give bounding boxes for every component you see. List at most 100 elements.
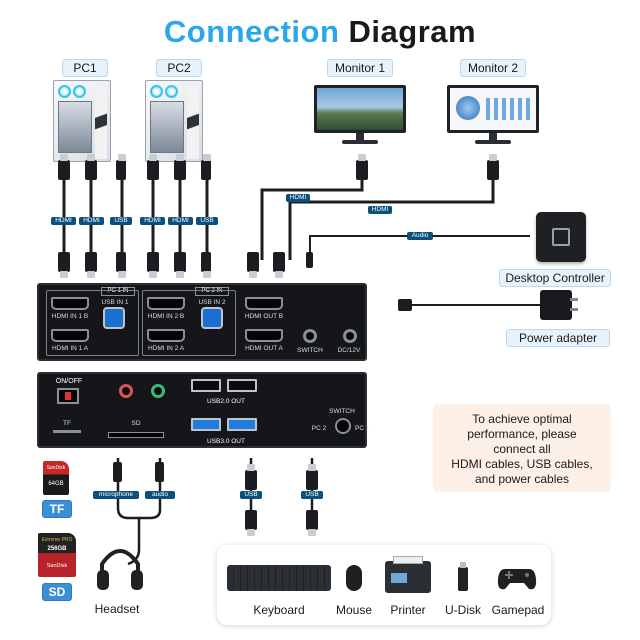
sd-card-image: Extreme PRO 256GB SanDisk bbox=[38, 533, 76, 577]
printer-icon bbox=[385, 556, 431, 593]
pc2-in-group-label: PC 2 IN bbox=[195, 287, 229, 296]
pc2-tag-hdmi-1: HDMI bbox=[140, 217, 165, 225]
out-hdmi-plug-a bbox=[273, 252, 285, 278]
sd-card-label: SD bbox=[42, 583, 72, 601]
usb3-port-1[interactable] bbox=[191, 418, 221, 431]
audio-out-jack[interactable] bbox=[151, 384, 165, 398]
pc2-hdmi-plug-bottom-1 bbox=[147, 252, 159, 278]
audio-tag-front: audio bbox=[145, 491, 175, 499]
title-part-1: Connection bbox=[163, 14, 340, 49]
front-usb-tag-2: USB bbox=[301, 491, 323, 499]
power-adapter-label: Power adapter bbox=[506, 329, 610, 347]
audio-tag: Audio bbox=[407, 232, 433, 240]
pc1-tag-hdmi-2: HDMI bbox=[79, 217, 104, 225]
monitor2-tag-hdmi: HDMI bbox=[368, 206, 392, 214]
usb-in-2-label: USB IN 2 bbox=[198, 299, 226, 306]
desktop-controller-image bbox=[536, 212, 586, 262]
pc2-usb-plug-bottom bbox=[201, 252, 211, 278]
front-usb-plug-bottom-2 bbox=[306, 510, 318, 536]
front-pc2-label: PC 2 bbox=[311, 425, 327, 432]
hdmi-in-2b-port[interactable] bbox=[147, 297, 185, 310]
note-line-5: and power cables bbox=[474, 472, 570, 486]
audio-plug bbox=[306, 252, 313, 268]
power-cable bbox=[408, 304, 540, 306]
pc1-label: PC1 bbox=[62, 59, 108, 77]
pc1-tag-hdmi-1: HDMI bbox=[51, 217, 76, 225]
front-usb-plug-top-2 bbox=[306, 464, 318, 490]
front-usb-tag-1: USB bbox=[240, 491, 262, 499]
usb3-label: USB3.0 OUT bbox=[207, 438, 245, 445]
tf-card-image: SanDisk 64GB bbox=[43, 461, 69, 495]
mic-jack[interactable] bbox=[119, 384, 133, 398]
usb3-port-2[interactable] bbox=[227, 418, 257, 431]
pc1-hdmi-plug-top-1 bbox=[58, 154, 70, 180]
gamepad-icon bbox=[497, 569, 537, 590]
desktop-controller-label: Desktop Controller bbox=[499, 269, 611, 287]
hdmi-in-1a-port[interactable] bbox=[51, 329, 89, 342]
sd-slot[interactable] bbox=[108, 432, 164, 438]
pc2-label: PC2 bbox=[156, 59, 202, 77]
front-switch-label: SWITCH bbox=[329, 408, 355, 415]
pc1-in-group-label: PC 1 IN bbox=[101, 287, 135, 296]
tf-card-label: TF bbox=[42, 500, 72, 518]
pc1-tag-usb: USB bbox=[110, 217, 132, 225]
pc1-usb-plug-bottom bbox=[116, 252, 126, 278]
hdmi-out-b-label: HDMI OUT B bbox=[244, 313, 284, 320]
hdmi-out-a-label: HDMI OUT A bbox=[245, 345, 283, 352]
dc-power-label: DC/12V bbox=[337, 347, 361, 354]
monitor1-tag-hdmi: HDMI bbox=[286, 194, 310, 202]
switch-port[interactable] bbox=[303, 329, 317, 343]
tf-card-brand: SanDisk bbox=[46, 465, 66, 471]
audio-out-plug bbox=[155, 462, 164, 482]
pc2-tag-usb: USB bbox=[196, 217, 218, 225]
keyboard-label: Keyboard bbox=[253, 603, 305, 617]
udisk-label: U-Disk bbox=[445, 603, 481, 617]
keyboard-icon bbox=[227, 565, 331, 591]
switch-port-label: SWITCH bbox=[297, 347, 323, 354]
front-switch-button[interactable] bbox=[335, 418, 351, 434]
pc1-tower-image bbox=[53, 80, 111, 162]
diagram-title: Connection Diagram bbox=[0, 14, 640, 50]
usb2-port-1[interactable] bbox=[191, 379, 221, 392]
dc-power-port[interactable] bbox=[343, 329, 357, 343]
power-plug bbox=[398, 299, 412, 311]
note-line-2: performance, please bbox=[467, 427, 577, 441]
note-line-3: connect all bbox=[493, 442, 551, 456]
monitor2-image bbox=[447, 85, 539, 145]
monitor2-hdmi-plug bbox=[487, 154, 499, 180]
monitor1-image bbox=[314, 85, 406, 145]
pc2-tag-hdmi-2: HDMI bbox=[168, 217, 193, 225]
usb-in-2-port[interactable] bbox=[201, 307, 223, 329]
pc1-hdmi-plug-bottom-2 bbox=[85, 252, 97, 278]
hdmi-in-2a-port[interactable] bbox=[147, 329, 185, 342]
pc2-hdmi-plug-bottom-2 bbox=[174, 252, 186, 278]
microphone-tag: microphone bbox=[93, 491, 139, 499]
hdmi-out-b-port[interactable] bbox=[245, 297, 283, 310]
gamepad-label: Gamepad bbox=[491, 603, 545, 617]
peripherals-panel: Keyboard Mouse Printer U-Disk Gamepad bbox=[217, 545, 551, 625]
kvm-front-panel: ON/OFF TF SD USB2.0 OUT USB3.0 OUT SWITC… bbox=[37, 372, 369, 448]
front-usb-plug-top-1 bbox=[245, 464, 257, 490]
sd-card-capacity: 256GB bbox=[47, 546, 67, 552]
kvm-back-panel: PC 1 IN PC 2 IN HDMI IN 1 B USB IN 1 HDM… bbox=[37, 283, 367, 361]
printer-label: Printer bbox=[390, 603, 426, 617]
out-hdmi-plug-b bbox=[247, 252, 259, 278]
pc1-hdmi-plug-bottom-1 bbox=[58, 252, 70, 278]
mic-plug bbox=[113, 462, 122, 482]
hdmi-in-2a-label: HDMI IN 2 A bbox=[147, 345, 185, 352]
pc2-hdmi-plug-top-2 bbox=[174, 154, 186, 180]
front-usb-plug-bottom-1 bbox=[245, 510, 257, 536]
headset-icon bbox=[97, 549, 143, 590]
hdmi-in-1a-label: HDMI IN 1 A bbox=[51, 345, 89, 352]
title-part-2: Diagram bbox=[348, 14, 477, 49]
onoff-label: ON/OFF bbox=[55, 378, 83, 385]
tf-slot[interactable] bbox=[53, 430, 81, 433]
power-toggle[interactable] bbox=[57, 388, 79, 404]
pc2-hdmi-plug-top-1 bbox=[147, 154, 159, 180]
usb2-label: USB2.0 OUT bbox=[207, 398, 245, 405]
hdmi-out-a-port[interactable] bbox=[245, 329, 283, 342]
hdmi-in-1b-port[interactable] bbox=[51, 297, 89, 310]
usb2-port-2[interactable] bbox=[227, 379, 257, 392]
tf-slot-label: TF bbox=[63, 420, 71, 427]
usb-in-1-port[interactable] bbox=[103, 307, 125, 329]
